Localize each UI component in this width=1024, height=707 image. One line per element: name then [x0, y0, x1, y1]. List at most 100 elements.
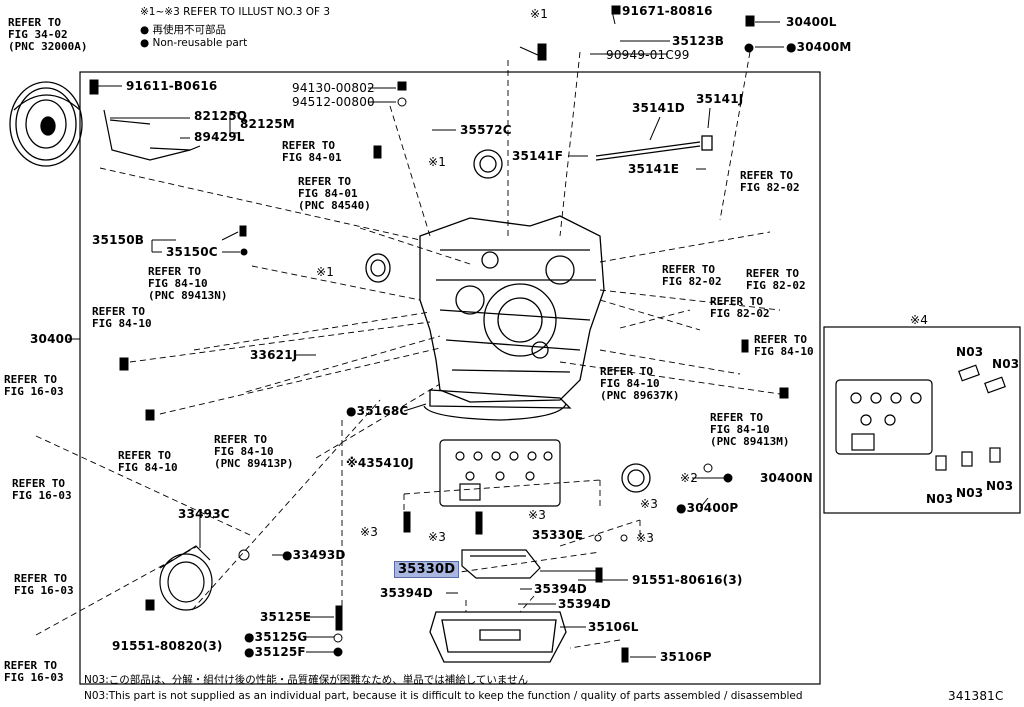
part-91611-B0616[interactable]: 91611-B0616 [126, 79, 218, 93]
mark-4-valve: ※4 [346, 456, 367, 470]
inset-n03-d[interactable]: N03 [956, 486, 984, 500]
part-35410J[interactable]: ※435410J [346, 457, 414, 470]
atf-pump-unit [159, 545, 213, 611]
part-33493C[interactable]: 33493C [178, 507, 230, 521]
part-82125M[interactable]: 82125M [240, 117, 295, 131]
part-35141D[interactable]: 35141D [632, 101, 685, 115]
inset-frame [823, 326, 1021, 514]
valve-body [439, 439, 561, 507]
oil-seals [365, 149, 651, 493]
part-91671-80816[interactable]: 91671-80816 [622, 4, 713, 18]
part-30400L[interactable]: 30400L [786, 15, 837, 29]
part-91551-80820[interactable]: 91551-80820(3) [112, 639, 223, 653]
mark-4-inset: ※4 [910, 313, 929, 327]
part-30400M[interactable]: ●30400M [786, 40, 852, 54]
part-35125F-text: 35125F [254, 645, 306, 659]
mark-3-e: ※3 [636, 531, 655, 545]
part-94512-00800[interactable]: 94512-00800 [292, 95, 375, 109]
part-30400P[interactable]: ●30400P [676, 501, 739, 515]
oil-strainer [461, 549, 541, 579]
bolts [89, 5, 789, 663]
footer-note-en: N03:This part is not supplied as an indi… [84, 690, 803, 702]
footer-note-jp: N03:この部品は、分解・組付け後の性能・品質確保が困難なため、単品では補給して… [84, 674, 529, 686]
part-35410J-text: 35410J [366, 456, 414, 470]
part-35168C-text: 35168C [356, 404, 409, 418]
legend-line-3-text: Non-reusable part [152, 37, 248, 49]
transaxle-housing [419, 215, 605, 421]
mark-2: ※2 [680, 471, 699, 485]
part-35394D-b[interactable]: 35394D [534, 582, 587, 596]
part-30400M-text: 30400M [796, 40, 852, 54]
shift-shaft [595, 135, 713, 161]
part-35330D[interactable]: 35330D [394, 561, 460, 578]
mark-3-c: ※3 [360, 525, 379, 539]
part-30400[interactable]: 30400 [30, 332, 73, 346]
part-30400P-text: 30400P [686, 501, 739, 515]
mark-1-top: ※1 [530, 7, 549, 21]
oil-pan [429, 611, 567, 663]
mark-1-seal-b: ※1 [316, 265, 335, 279]
main-frame [79, 71, 821, 685]
part-33493D[interactable]: ●33493D [282, 548, 346, 562]
inset-n03-c[interactable]: N03 [926, 492, 954, 506]
legend-line-2-text: 再使用不可部品 [152, 24, 227, 36]
part-35572C[interactable]: 35572C [460, 123, 512, 137]
inset-n03-e[interactable]: N03 [986, 479, 1014, 493]
mark-3-b: ※3 [528, 508, 547, 522]
part-35141E[interactable]: 35141E [628, 162, 680, 176]
inset-valve-body [835, 364, 1006, 471]
part-33493D-text: 33493D [292, 548, 346, 562]
part-30400N[interactable]: 30400N [760, 471, 813, 485]
part-35141F[interactable]: 35141F [512, 149, 564, 163]
part-35150C[interactable]: 35150C [166, 245, 218, 259]
speed-sensor-harness [103, 109, 201, 161]
legend-line-1: ※1~※3 REFER TO ILLUST NO.3 OF 3 [140, 6, 331, 18]
part-91551-80616[interactable]: 91551-80616(3) [632, 573, 743, 587]
mark-3-d: ※3 [428, 530, 447, 544]
part-35106P[interactable]: 35106P [660, 650, 712, 664]
torque-converter [9, 81, 83, 167]
part-35106L[interactable]: 35106L [588, 620, 639, 634]
part-35125F[interactable]: ●35125F [244, 645, 306, 659]
part-82125Q[interactable]: 82125Q [194, 109, 248, 123]
illustration-number: 341381C [948, 689, 1004, 703]
part-94130-00802[interactable]: 94130-00802 [292, 81, 375, 95]
part-35394D-c[interactable]: 35394D [558, 597, 611, 611]
part-35125G-text: 35125G [254, 630, 308, 644]
legend-line-3: ● Non-reusable part [140, 37, 248, 49]
part-35125E[interactable]: 35125E [260, 610, 312, 624]
legend-line-2: ● 再使用不可部品 [140, 24, 227, 36]
part-35141J[interactable]: 35141J [696, 92, 744, 106]
part-35168C[interactable]: ●35168C [346, 404, 409, 418]
part-35123B[interactable]: 35123B [672, 34, 725, 48]
inset-n03-b[interactable]: N03 [992, 357, 1020, 371]
part-33621J[interactable]: 33621J [250, 348, 298, 362]
part-35394D-a[interactable]: 35394D [380, 586, 433, 600]
part-89429L[interactable]: 89429L [194, 130, 245, 144]
inset-n03-a[interactable]: N03 [956, 345, 984, 359]
part-35330E[interactable]: 35330E [532, 528, 584, 542]
part-35150B[interactable]: 35150B [92, 233, 145, 247]
part-35125G[interactable]: ●35125G [244, 630, 308, 644]
part-90949-01C99[interactable]: 90949-01C99 [606, 48, 690, 62]
